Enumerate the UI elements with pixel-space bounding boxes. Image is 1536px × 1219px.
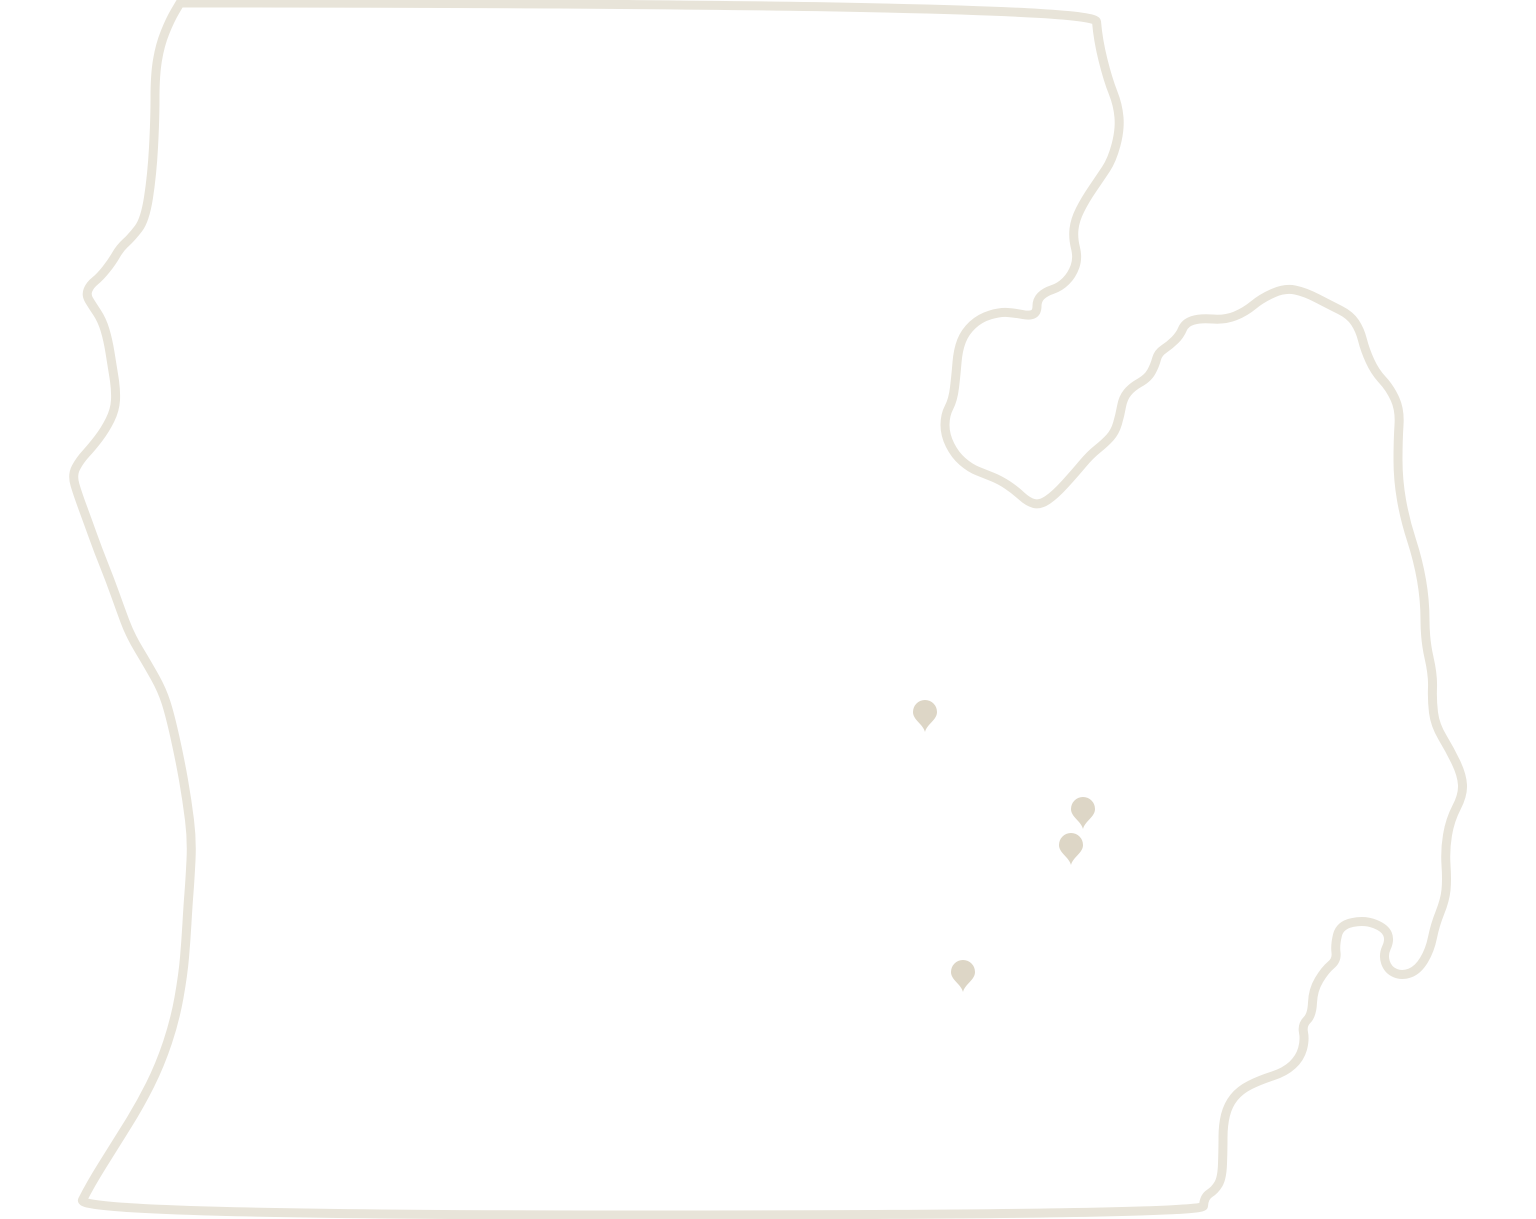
region-outline [69,0,1468,1219]
map-pin-icon[interactable] [951,960,975,992]
pin-layer [913,700,1095,992]
map-pin-icon[interactable] [1059,833,1083,865]
map-pin-icon[interactable] [913,700,937,732]
map-pin-icon[interactable] [1071,797,1095,829]
